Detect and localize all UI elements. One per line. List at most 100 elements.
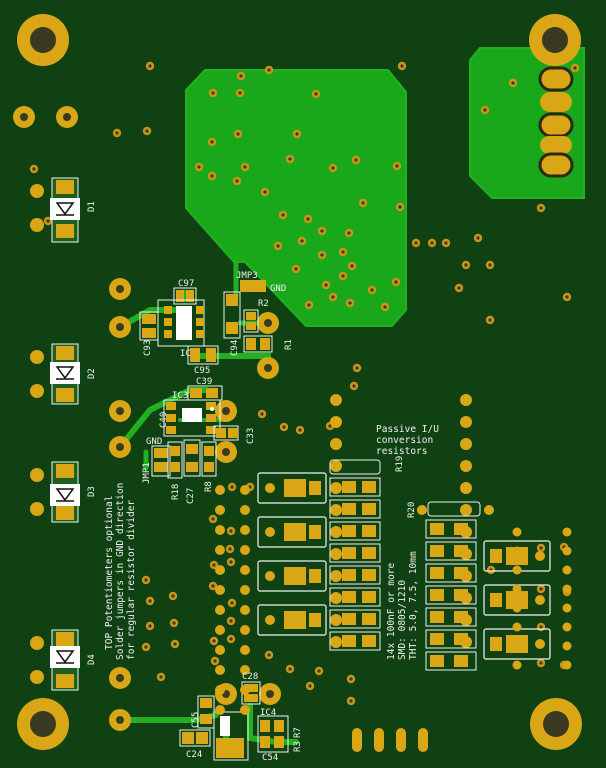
resistor-pad	[430, 523, 444, 535]
resistor-pad	[362, 591, 376, 603]
via-drill	[159, 675, 163, 679]
resistor-outline	[329, 565, 381, 585]
resistor-outline	[427, 501, 481, 517]
via-drill	[400, 64, 404, 68]
label-d1: D1	[87, 201, 97, 212]
resistor-outline	[425, 563, 477, 583]
resistor-array	[215, 394, 572, 715]
tht-pad	[330, 592, 342, 604]
diode-d3	[30, 461, 80, 523]
tht-pad	[240, 565, 250, 575]
via-drill	[211, 91, 215, 95]
tht-pad	[562, 660, 572, 670]
label-ic4: IC4	[260, 708, 276, 718]
tht-pad	[215, 705, 225, 715]
via-drill	[383, 305, 387, 309]
via-drill	[230, 601, 234, 605]
via-drill	[211, 517, 215, 521]
via-drill	[210, 140, 214, 144]
diode-d4	[30, 629, 80, 691]
resistor-pad	[430, 567, 444, 579]
resistor-pad	[362, 635, 376, 647]
via-drill	[145, 129, 149, 133]
resistor-pad	[342, 569, 356, 581]
via-drill	[229, 560, 233, 564]
via-drill	[370, 288, 374, 292]
note-passive-2: conversion	[376, 435, 433, 446]
tht-pad	[460, 482, 472, 494]
pot-pad	[284, 611, 306, 629]
via-drill	[464, 263, 468, 267]
pot-outline	[257, 560, 327, 592]
via-drill	[144, 578, 148, 582]
via-drill	[230, 485, 234, 489]
resistor-pad	[454, 655, 468, 667]
tht-pad	[240, 545, 250, 555]
resistor-pad	[454, 545, 468, 557]
via-drill	[298, 428, 302, 432]
tht-pad	[535, 639, 545, 649]
via-drill	[197, 165, 201, 169]
mounting-holes	[17, 14, 582, 750]
tht-pad	[240, 705, 250, 715]
pot-pad	[309, 613, 321, 627]
via-drill	[263, 190, 267, 194]
via-drill	[288, 667, 292, 671]
via-drill	[212, 563, 216, 567]
tht-pad	[240, 625, 250, 635]
via-drill	[314, 92, 318, 96]
resistor-pad	[430, 633, 444, 645]
resistor-outline	[329, 499, 381, 519]
pot-outline	[257, 516, 327, 548]
via-drill	[539, 625, 543, 629]
tht-pad	[215, 645, 225, 655]
tht-pad	[215, 545, 225, 555]
resistor-pad	[342, 525, 356, 537]
via-drill	[511, 81, 515, 85]
tht-pad	[330, 416, 342, 428]
label-c54: C54	[262, 753, 278, 763]
label-jmp1: JMP1	[142, 462, 152, 484]
via-drill	[355, 366, 359, 370]
tht-pad	[330, 570, 342, 582]
note-passive-3: resistors	[376, 446, 427, 457]
pot-pad	[490, 593, 502, 607]
resistor-pad	[430, 545, 444, 557]
connector-header	[538, 66, 574, 178]
via-drill	[349, 699, 353, 703]
tht-pad	[330, 438, 342, 450]
note-pot-3: for regular resistor divider	[126, 500, 137, 660]
label-c27: C27	[186, 488, 196, 504]
via-drill	[317, 669, 321, 673]
resistor-pad	[454, 523, 468, 535]
resistor-pad	[454, 633, 468, 645]
tht-pad	[562, 641, 572, 651]
label-r7: R7	[293, 727, 303, 738]
via-drill	[229, 637, 233, 641]
pot-pad	[309, 481, 321, 495]
tht-pad	[330, 504, 342, 516]
via-drill	[144, 645, 148, 649]
via-drill	[307, 303, 311, 307]
via-drill	[331, 166, 335, 170]
pot-pad	[284, 479, 306, 497]
tht-pad	[215, 685, 225, 695]
ic-top-block	[139, 280, 273, 365]
via-drill	[228, 547, 232, 551]
note-cap-3: THT: 5.0, 7.5, 10mm	[408, 551, 419, 660]
tht-pad	[562, 527, 572, 537]
resistor-outline	[425, 519, 477, 539]
via-drill	[320, 253, 324, 257]
tht-pad	[512, 603, 522, 613]
diode-d1	[30, 177, 80, 243]
via-drill	[238, 91, 242, 95]
via-drill	[148, 624, 152, 628]
resistor-pad	[362, 503, 376, 515]
tht-pad	[330, 636, 342, 648]
tht-pad	[215, 625, 225, 635]
resistor-pad	[362, 569, 376, 581]
label-r1: R1	[284, 339, 294, 350]
pot-pad	[506, 591, 528, 609]
pot-pad	[490, 637, 502, 651]
label-c24: C24	[186, 750, 202, 760]
